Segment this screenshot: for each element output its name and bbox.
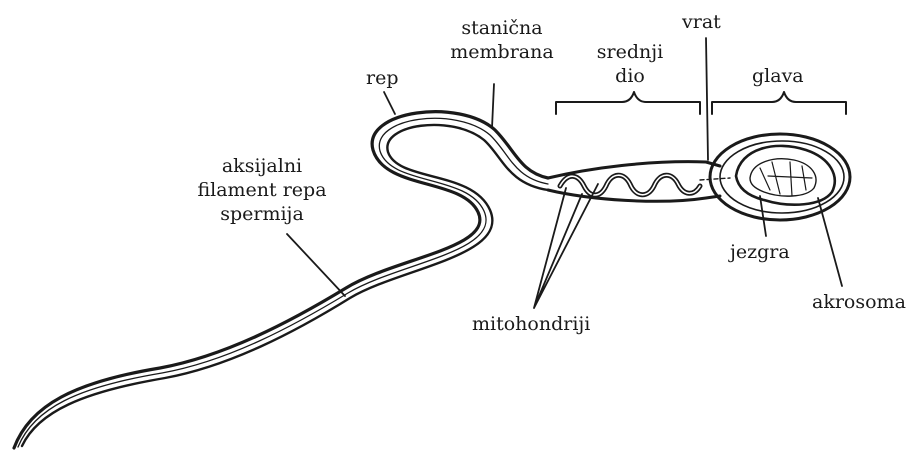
label-axial-filament-line-3: spermija	[176, 202, 348, 226]
label-middle-piece: srednji dio	[584, 40, 676, 88]
leader-mitochondria	[534, 184, 598, 308]
label-nucleus: jezgra	[730, 240, 790, 264]
nucleus-texture	[760, 162, 812, 196]
label-axial-filament: aksijalni filament repa spermija	[176, 154, 348, 226]
label-tail: rep	[366, 66, 399, 90]
middle-piece-outline	[548, 162, 720, 202]
leader-cell-membrane	[492, 84, 494, 128]
leader-nucleus	[760, 196, 766, 236]
label-head: glava	[752, 64, 804, 88]
leader-acrosome	[818, 198, 842, 286]
label-neck: vrat	[682, 10, 721, 34]
label-cell-membrane-line-2: membrana	[440, 40, 564, 64]
label-middle-piece-line-1: srednji	[584, 40, 676, 64]
label-axial-filament-line-1: aksijalni	[176, 154, 348, 178]
bracket-middle-piece	[556, 92, 700, 114]
label-axial-filament-line-2: filament repa	[176, 178, 348, 202]
label-cell-membrane-line-1: stanična	[440, 16, 564, 40]
neck-dashed-line	[700, 178, 730, 180]
label-acrosome: akrosoma	[812, 290, 906, 314]
label-mitochondria: mitohondriji	[472, 312, 590, 336]
leader-tail	[384, 92, 395, 114]
leader-neck	[706, 38, 708, 160]
leader-axial-filament	[287, 234, 345, 296]
bracket-head	[712, 92, 846, 114]
label-cell-membrane: stanična membrana	[440, 16, 564, 64]
label-middle-piece-line-2: dio	[584, 64, 676, 88]
